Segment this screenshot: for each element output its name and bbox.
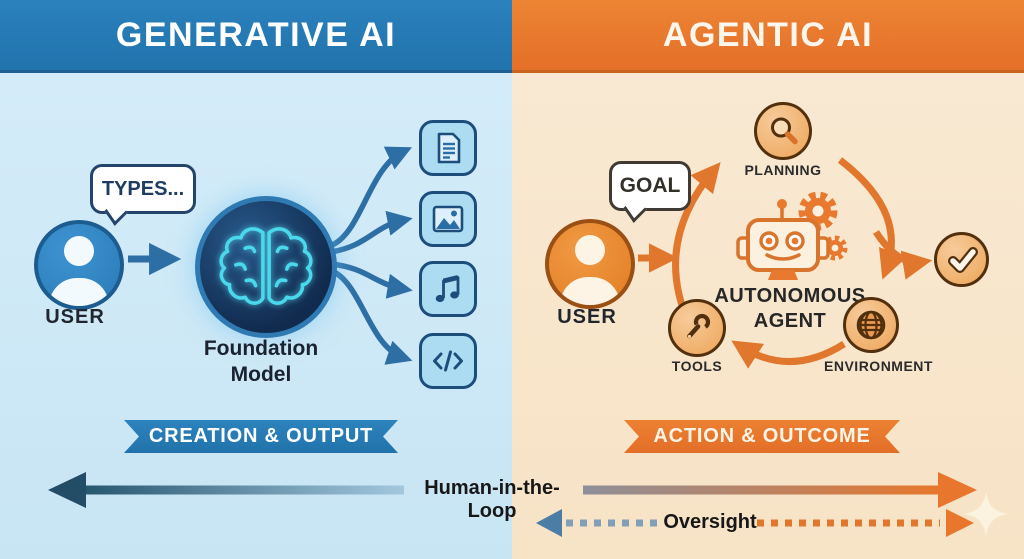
magnifier-icon (771, 117, 798, 145)
gear-icon (798, 191, 848, 261)
check-icon (947, 246, 978, 273)
environment-label: ENVIRONMENT (824, 358, 933, 374)
user-label: USER (45, 306, 105, 328)
tools-node (668, 299, 726, 357)
avatar-head (64, 236, 94, 266)
agentic-header: AGENTIC AI (512, 0, 1024, 73)
human-in-the-loop-label: Human-in-the-Loop (424, 477, 560, 522)
planning-node (754, 102, 812, 160)
tools-label: TOOLS (671, 358, 723, 374)
agentic-user-avatar (545, 219, 635, 309)
oversight-label: Oversight (663, 511, 757, 533)
types-bubble-text: TYPES... (101, 177, 185, 200)
music-icon (419, 261, 477, 317)
image-icon (419, 191, 477, 247)
wrench-icon (687, 313, 711, 339)
action-outcome-ribbon: ACTION & OUTCOME (624, 420, 900, 453)
autonomous-agent-label: AUTONOMOUS AGENT (714, 285, 866, 332)
planning-label: PLANNING (744, 162, 822, 178)
agentic-user-label: USER (557, 306, 617, 328)
checkmark-node (934, 232, 989, 287)
goal-bubble-text: GOAL (619, 174, 681, 197)
avatar-body (560, 277, 620, 305)
robot-icon (736, 191, 848, 280)
user-avatar (34, 220, 124, 310)
creation-output-ribbon: CREATION & OUTPUT (124, 420, 398, 453)
brain-icon (219, 227, 313, 305)
foundation-model-label: Foundation Model (203, 337, 319, 386)
generative-title: GENERATIVE AI (115, 15, 397, 54)
generative-header: GENERATIVE AI (0, 0, 512, 73)
agentic-title: AGENTIC AI (662, 15, 874, 54)
foundation-model-node (195, 196, 337, 338)
types-speech-bubble: TYPES... (90, 164, 196, 214)
globe-icon (856, 310, 886, 340)
avatar-head (575, 235, 605, 265)
code-icon (419, 333, 477, 389)
goal-speech-bubble: GOAL (609, 161, 691, 211)
environment-node (843, 297, 899, 353)
document-icon (419, 120, 477, 176)
